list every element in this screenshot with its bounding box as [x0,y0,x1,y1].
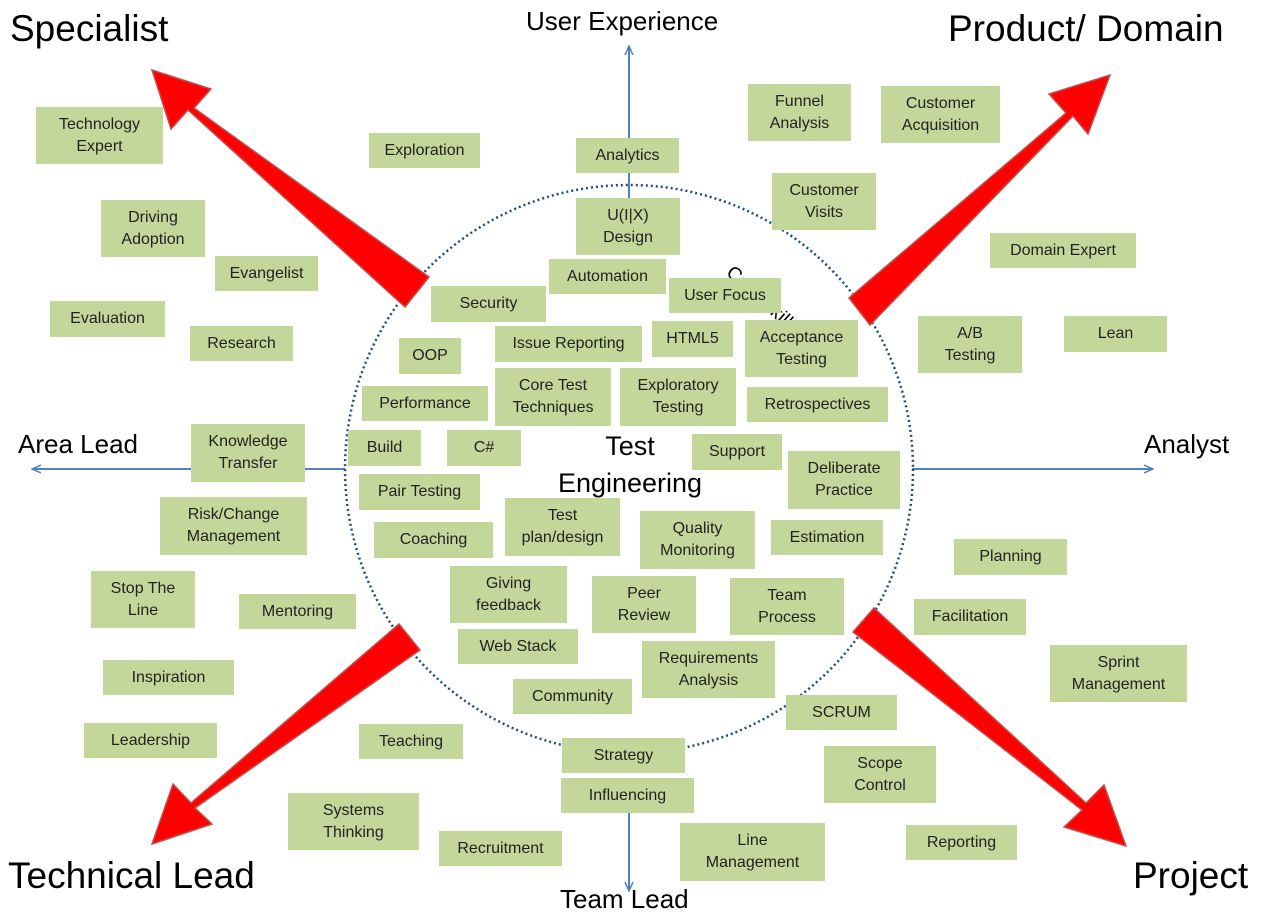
skill-box: Web Stack [458,629,578,664]
skill-box: Knowledge Transfer [191,424,305,482]
skill-box: Exploration [369,133,480,168]
skill-box: Automation [549,259,666,294]
skill-box: Domain Expert [990,233,1136,268]
skill-box: Evaluation [50,301,165,337]
skill-box: Customer Acquisition [881,86,1000,143]
skill-box: Giving feedback [450,566,567,623]
skill-box: Community [513,679,632,714]
skill-box: Acceptance Testing [745,320,858,377]
axis-label-left: Area Lead [18,429,138,459]
skill-box: Lean [1064,316,1167,352]
project-arrow [851,606,1128,848]
skill-box: HTML5 [652,321,733,357]
axis-label-bottom: Team Lead [560,884,689,914]
skill-box: Leadership [84,723,217,758]
skill-box: Security [431,286,546,322]
skill-box: U(I|X) Design [576,198,680,255]
skill-box: SCRUM [786,695,897,730]
axis-label-right: Analyst [1144,429,1230,459]
skill-box: Line Management [680,823,825,881]
skill-box: Coaching [374,522,493,558]
skill-box: Teaching [359,724,463,759]
skill-box: Analytics [576,138,679,173]
skill-box: Strategy [562,738,685,773]
skill-box: OOP [399,338,461,374]
skill-box: Build [348,430,421,466]
skill-box: C# [447,430,521,466]
skill-box: Recruitment [439,831,562,866]
skill-box: Support [692,434,782,470]
skill-box: Planning [954,539,1067,575]
skill-box: Customer Visits [772,173,876,230]
axis-label-top: User Experience [526,6,719,36]
skill-box: Performance [362,386,488,421]
skill-box: Issue Reporting [495,326,642,362]
skill-box: Risk/Change Management [160,497,307,555]
skill-box: Stop The Line [91,571,195,628]
skill-box: Retrospectives [747,387,888,422]
skill-box: Pair Testing [359,474,480,510]
skill-box: Peer Review [592,576,696,633]
skill-box: User Focus [669,278,781,313]
skill-box: Influencing [561,778,694,813]
skill-box: Systems Thinking [288,793,419,850]
specialist-arrow [150,68,431,309]
skill-box: Estimation [771,520,883,555]
center-title: Test Engineering [557,431,703,498]
skill-box: Deliberate Practice [788,451,900,509]
skill-box: Exploratory Testing [620,368,736,426]
skill-box: A/B Testing [918,316,1022,373]
skill-box: Requirements Analysis [642,641,775,698]
skill-box: Mentoring [239,594,356,629]
corner-label-technical-lead: Technical Lead [8,855,255,896]
skill-box: Evangelist [215,256,318,291]
skill-box: Core Test Techniques [495,368,611,426]
corner-label-project: Project [1133,855,1249,896]
skill-box: Scope Control [824,746,936,803]
skill-box: Technology Expert [36,107,163,164]
skill-box: Sprint Management [1050,645,1187,702]
skill-box: Reporting [906,825,1017,860]
skill-box: Research [190,326,293,361]
corner-label-specialist: Specialist [10,8,169,49]
technical-lead-arrow [150,622,422,846]
product-domain-arrow [847,73,1112,327]
skill-box: Funnel Analysis [748,84,851,141]
skill-box: Team Process [730,578,844,635]
skill-box: Quality Monitoring [640,511,755,569]
corner-label-product-domain: Product/ Domain [948,8,1224,49]
skill-box: Driving Adoption [101,200,205,257]
skill-box: Inspiration [103,660,234,695]
skill-box: Facilitation [914,599,1026,635]
skill-box: Test plan/design [505,498,620,556]
